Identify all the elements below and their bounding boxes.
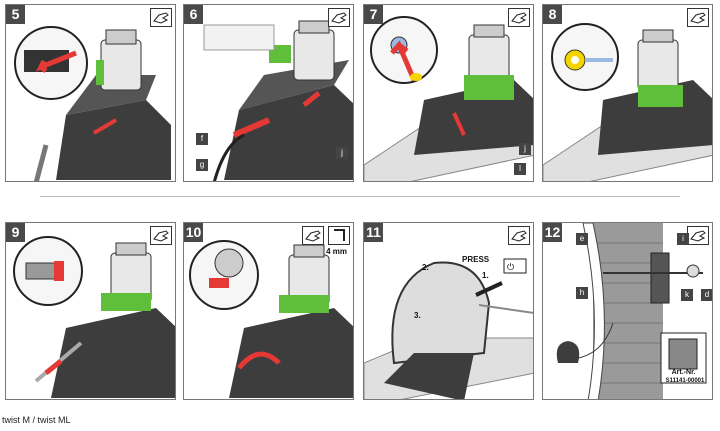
tool-size-label: 4 mm [326,247,347,256]
callout-1: 1. [482,271,489,280]
plug-icon: ⏻ [507,262,515,272]
step-number: 9 [6,223,25,242]
part-label-i: i [677,233,689,245]
step-number: 5 [6,5,25,24]
press-label: PRESS [462,255,490,264]
article-number: S11141-00001 [665,378,705,384]
motor-housing-illustration [364,258,533,399]
step-panel-12: 12 e i h k d Art.-Nr. S11141-00001 [542,222,713,400]
motor-housing-illustration [203,20,353,181]
callout-2: 2. [422,263,429,272]
article-label: Art.-Nr. [671,369,696,376]
step-number: 10 [184,223,203,242]
part-label-k: k [681,289,693,301]
step-number: 12 [543,223,562,242]
part-label-f: f [196,133,208,145]
hand-icon [508,8,530,27]
step-number: 6 [184,5,203,24]
hand-icon [328,8,350,27]
part-label-j: j [519,143,531,155]
hand-icon [302,226,324,245]
motor-housing-illustration [14,26,171,181]
step-number: 7 [364,5,383,24]
step-panel-7: 7 j l [363,4,534,182]
part-label-l: l [514,163,526,175]
step-panel-5: 5 [5,4,176,182]
step-panel-11: 11 PRESS 1. 2. 3. ⏻ [363,222,534,400]
step-panel-8: 8 [542,4,713,182]
hand-icon [150,226,172,245]
hand-icon [508,226,530,245]
hand-icon [687,8,709,27]
hand-icon [687,226,709,245]
hex-key-icon [328,226,350,245]
part-label-g: g [196,159,208,171]
wall-mounting-illustration [556,223,707,399]
part-label-h: h [576,287,588,299]
motor-housing-illustration [364,16,533,181]
part-label-e: e [576,233,588,245]
step-number: 8 [543,5,562,24]
section-divider [40,196,680,197]
motor-housing-illustration [543,23,712,181]
step-number: 11 [364,223,383,242]
part-label-j: j [336,147,348,159]
product-name: twist M / twist ML [2,415,71,425]
step-panel-9: 9 [5,222,176,400]
motor-housing-illustration [189,240,353,398]
hand-icon [150,8,172,27]
step-panel-6: 6 f g j [183,4,354,182]
callout-3: 3. [414,311,421,320]
part-label-d: d [701,289,712,301]
step-panel-10: 10 4 mm [183,222,354,400]
motor-housing-illustration [13,236,175,398]
